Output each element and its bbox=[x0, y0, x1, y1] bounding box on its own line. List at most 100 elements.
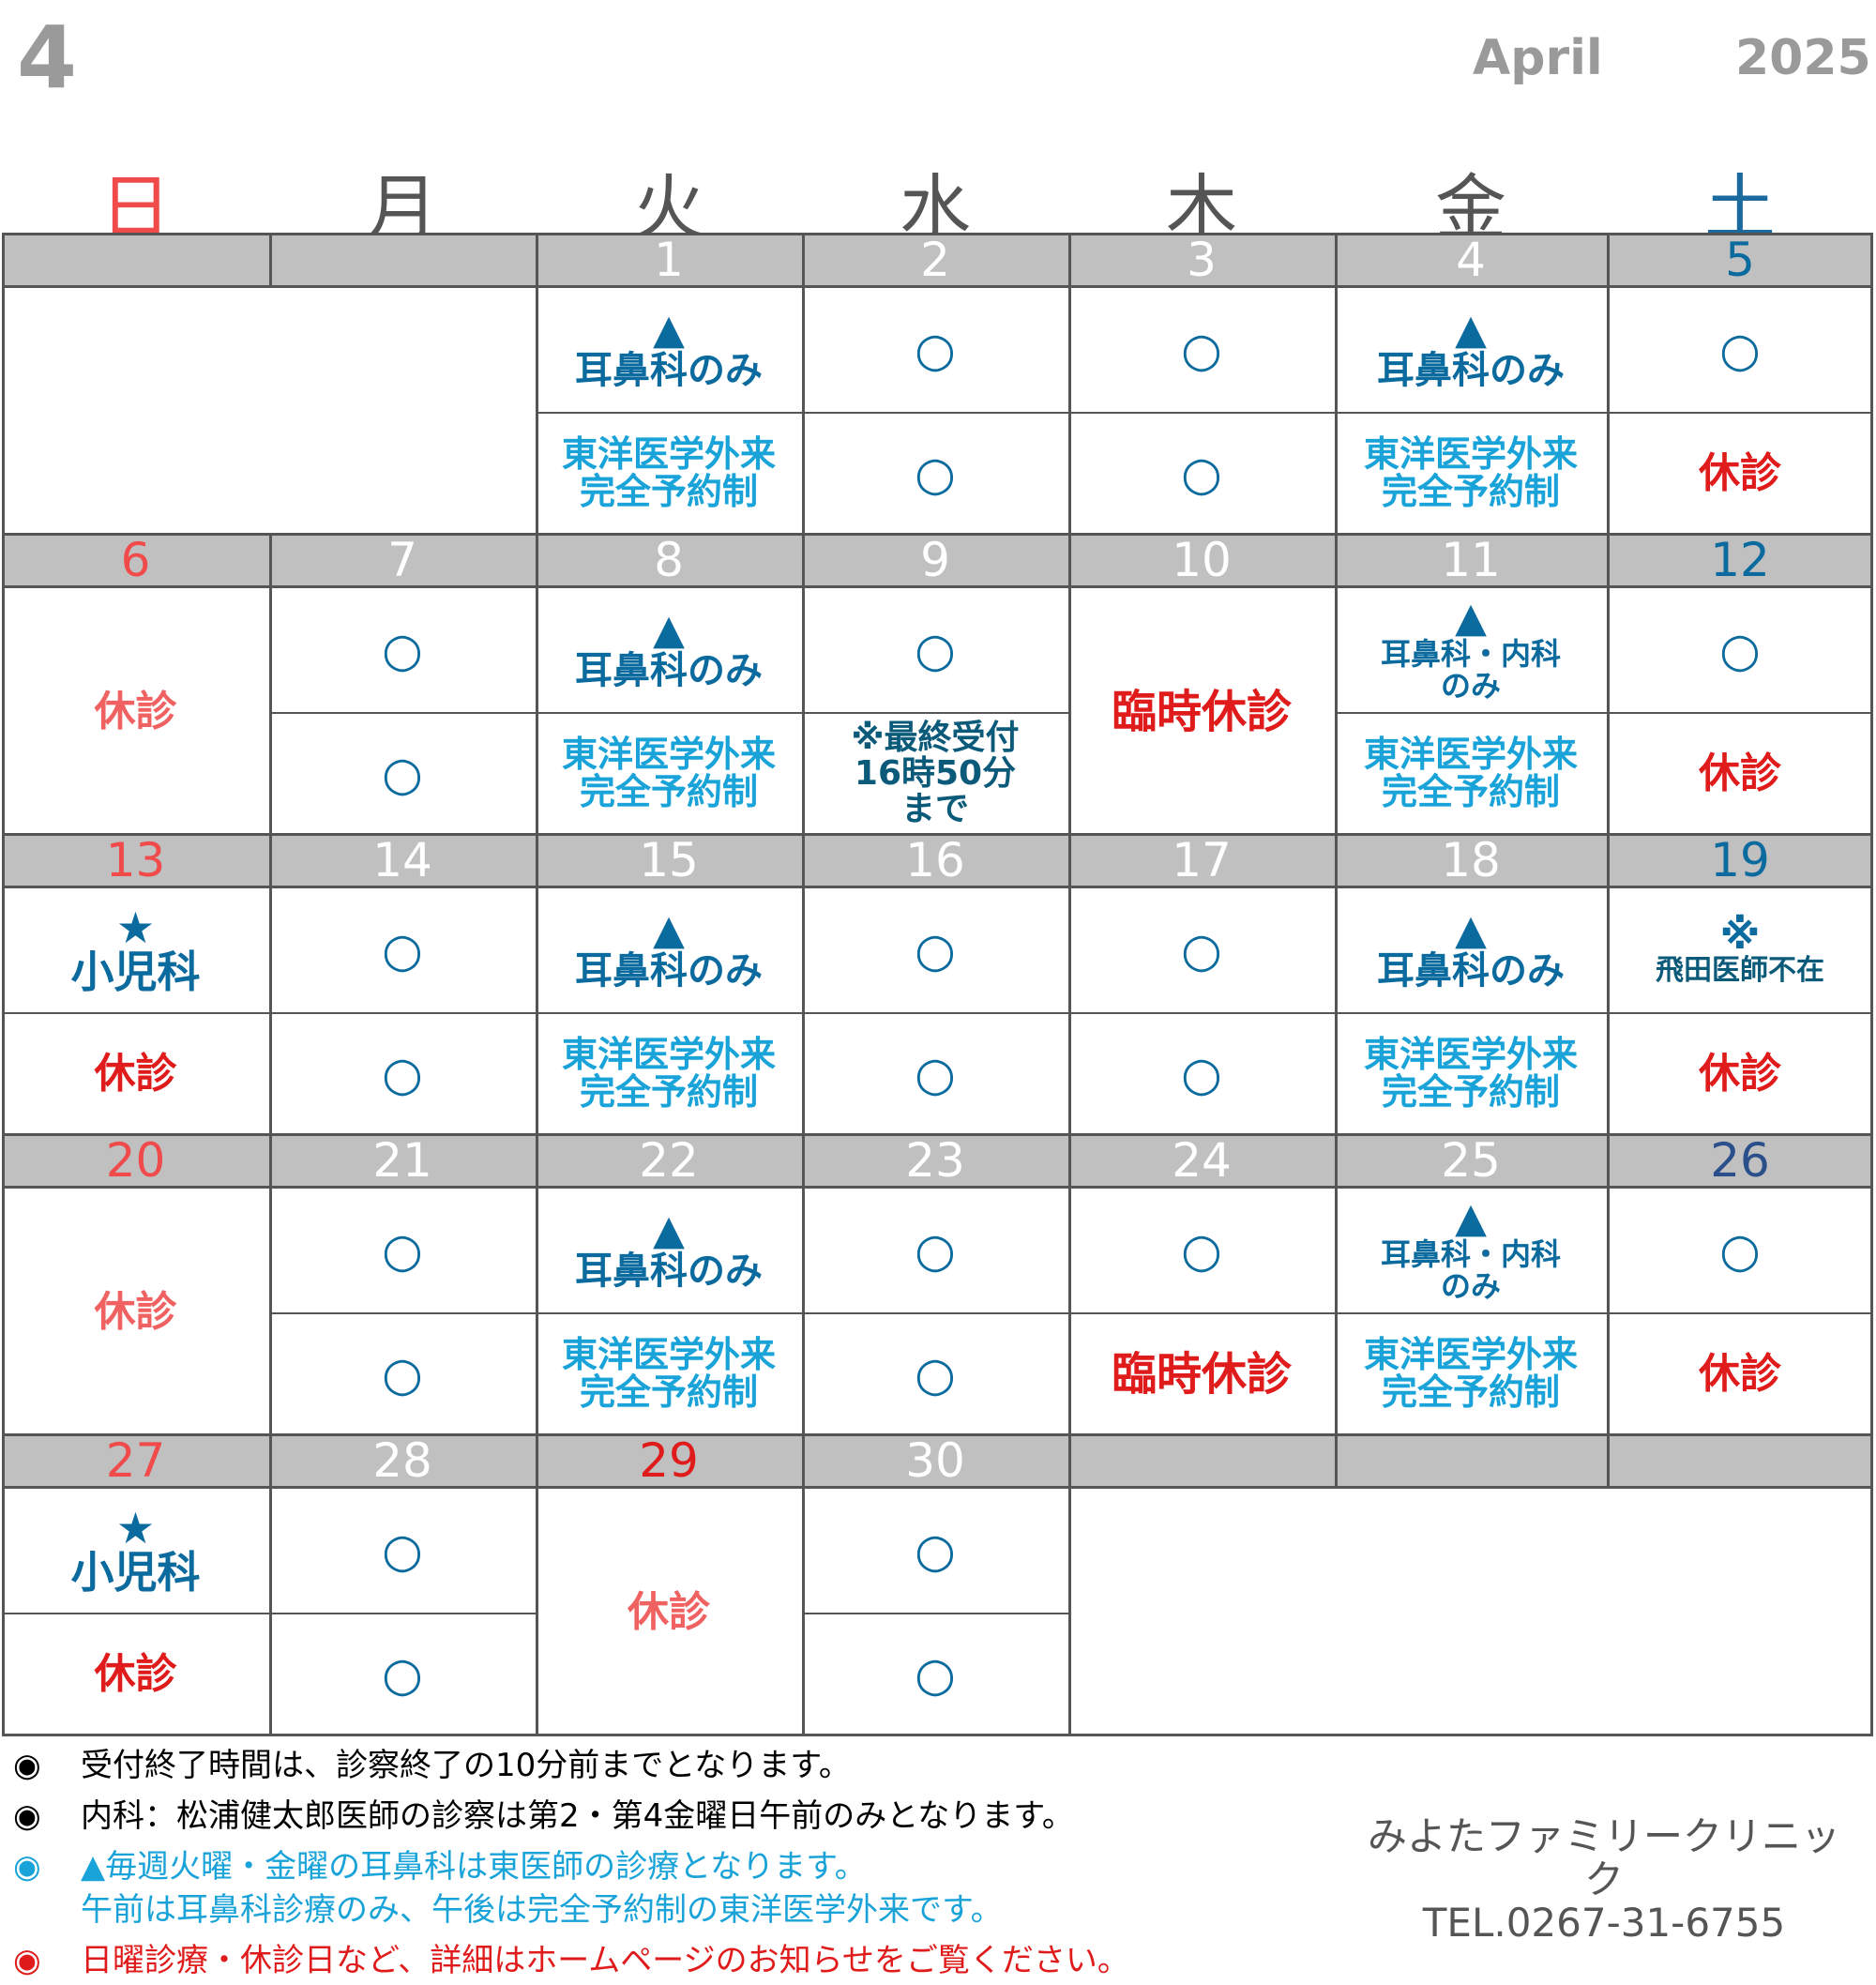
grid-line bbox=[1609, 412, 1873, 414]
schedule-cell: ○ bbox=[269, 588, 536, 712]
grid-line bbox=[537, 712, 802, 714]
schedule-cell: ○ bbox=[1068, 1012, 1335, 1136]
grid-line bbox=[1068, 888, 1071, 1133]
open-circle-icon: ○ bbox=[915, 1346, 956, 1402]
last-reception-time: 16時50分 bbox=[854, 754, 1017, 794]
ent-internal-label: 耳鼻科・内科 bbox=[1380, 636, 1561, 673]
footnote: ◉ 受付終了時間は、診察終了の10分前までとなります。 bbox=[13, 1747, 851, 1784]
open-circle-icon: ○ bbox=[382, 1046, 423, 1101]
date-bar bbox=[2, 233, 1873, 285]
schedule-cell: ○ bbox=[1607, 1189, 1873, 1312]
grid-line bbox=[4, 1613, 269, 1614]
grid-line bbox=[2, 1433, 1873, 1436]
grid-line bbox=[1070, 1012, 1335, 1014]
date-number: 22 bbox=[639, 1133, 699, 1188]
open-circle-icon: ○ bbox=[1719, 322, 1761, 377]
closed-label: 休診 bbox=[94, 1287, 177, 1336]
reservation-label: 完全予約制 bbox=[579, 1371, 758, 1413]
schedule-cell: ○ bbox=[1607, 588, 1873, 712]
grid-line bbox=[804, 1312, 1068, 1314]
reservation-label: 完全予約制 bbox=[1381, 1371, 1560, 1413]
grid-line bbox=[536, 888, 538, 1133]
date-number: 24 bbox=[1172, 1133, 1232, 1188]
schedule-cell: ○ bbox=[802, 288, 1068, 412]
date-number: 25 bbox=[1441, 1133, 1501, 1188]
date-number: 17 bbox=[1172, 833, 1232, 887]
open-circle-icon: ○ bbox=[1181, 1222, 1222, 1278]
grid-line bbox=[269, 233, 272, 285]
schedule-cell: 東洋医学外来完全予約制 bbox=[1335, 1012, 1607, 1136]
triangle-icon: ▲ bbox=[1455, 594, 1487, 643]
grid-line bbox=[1337, 1012, 1607, 1014]
grid-line bbox=[2, 233, 1873, 235]
ent-only-label: 耳鼻科のみ bbox=[575, 649, 763, 692]
grid-line bbox=[1068, 233, 1071, 285]
footnote: 午前は耳鼻科診療のみ、午後は完全予約制の東洋医学外来です。 bbox=[13, 1891, 1003, 1929]
clinic-info: みよたファミリークリニック TEL.0267-31-6755 bbox=[1360, 1815, 1848, 1945]
grid-line bbox=[2, 1486, 1873, 1489]
grid-line bbox=[271, 1312, 536, 1314]
grid-line bbox=[1335, 1133, 1338, 1186]
date-number: 30 bbox=[905, 1433, 965, 1488]
last-reception-label: ※最終受付 bbox=[851, 719, 1020, 758]
footnote-text: 受付終了時間は、診察終了の10分前までとなります。 bbox=[81, 1747, 851, 1784]
grid-line bbox=[271, 712, 536, 714]
grid-line bbox=[802, 588, 805, 833]
schedule-cell: 休診 bbox=[2, 1189, 269, 1436]
date-number: 6 bbox=[120, 533, 151, 587]
grid-line bbox=[1335, 533, 1338, 585]
grid-line bbox=[1068, 588, 1071, 833]
date-number: 8 bbox=[654, 533, 684, 587]
triangle-icon: ▲ bbox=[1455, 306, 1487, 354]
schedule-cell: ○ bbox=[269, 712, 536, 836]
open-circle-icon: ○ bbox=[382, 1646, 423, 1702]
grid-line bbox=[1068, 288, 1071, 533]
touyou-label: 東洋医学外来 bbox=[1363, 1334, 1578, 1376]
schedule-cell: ○ bbox=[269, 888, 536, 1012]
grid-line bbox=[1335, 233, 1338, 285]
date-number: 16 bbox=[905, 833, 965, 887]
grid-line bbox=[536, 1133, 538, 1186]
doctor-absent-label: 飛田医師不在 bbox=[1656, 954, 1824, 988]
schedule-cell: ○ bbox=[269, 1312, 536, 1436]
footnote-text: 内科：松浦健太郎医師の診察は第2・第4金曜日午前のみとなります。 bbox=[81, 1797, 1074, 1835]
date-number: 3 bbox=[1187, 233, 1217, 287]
grid-line bbox=[269, 1489, 272, 1734]
date-number: 28 bbox=[372, 1433, 432, 1488]
date-number: 18 bbox=[1441, 833, 1501, 887]
schedule-cell: ▲耳鼻科のみ bbox=[536, 1189, 802, 1312]
date-number: 29 bbox=[639, 1433, 699, 1488]
grid-line bbox=[804, 712, 1068, 714]
reservation-label: 完全予約制 bbox=[1381, 1071, 1560, 1113]
schedule-cell: ○ bbox=[1068, 1189, 1335, 1312]
schedule-cell: 東洋医学外来完全予約制 bbox=[1335, 412, 1607, 536]
date-number: 12 bbox=[1710, 533, 1770, 587]
bullet-icon: ◉ bbox=[13, 1942, 41, 1979]
closed-label: 休診 bbox=[1699, 1349, 1781, 1398]
footnote-text: 日曜診療・休診日など、詳細はホームページのお知らせをご覧ください。 bbox=[81, 1942, 1129, 1979]
date-bar bbox=[2, 833, 1873, 886]
grid-line bbox=[2, 533, 1873, 536]
reservation-label: 完全予約制 bbox=[1381, 771, 1560, 812]
grid-line bbox=[802, 833, 805, 886]
grid-line bbox=[536, 533, 538, 585]
open-circle-icon: ○ bbox=[382, 922, 423, 977]
date-number: 21 bbox=[372, 1133, 432, 1188]
open-circle-icon: ○ bbox=[915, 1523, 956, 1578]
touyou-label: 東洋医学外来 bbox=[561, 1334, 776, 1376]
grid-line bbox=[269, 588, 272, 833]
grid-line bbox=[269, 1433, 272, 1486]
star-icon: ★ bbox=[115, 902, 156, 953]
date-number: 1 bbox=[654, 233, 684, 287]
grid-line bbox=[1335, 888, 1338, 1133]
grid-line bbox=[1609, 712, 1873, 714]
grid-line bbox=[537, 1312, 802, 1314]
closed-label: 休診 bbox=[1699, 448, 1781, 497]
schedule-cell: 臨時休診 bbox=[1068, 588, 1335, 836]
bullet-icon: ◉ bbox=[13, 1747, 41, 1784]
open-circle-icon: ○ bbox=[382, 746, 423, 801]
grid-line bbox=[1607, 288, 1610, 533]
grid-line bbox=[1607, 1433, 1610, 1486]
grid-line bbox=[1335, 588, 1338, 833]
grid-line bbox=[1607, 588, 1610, 833]
